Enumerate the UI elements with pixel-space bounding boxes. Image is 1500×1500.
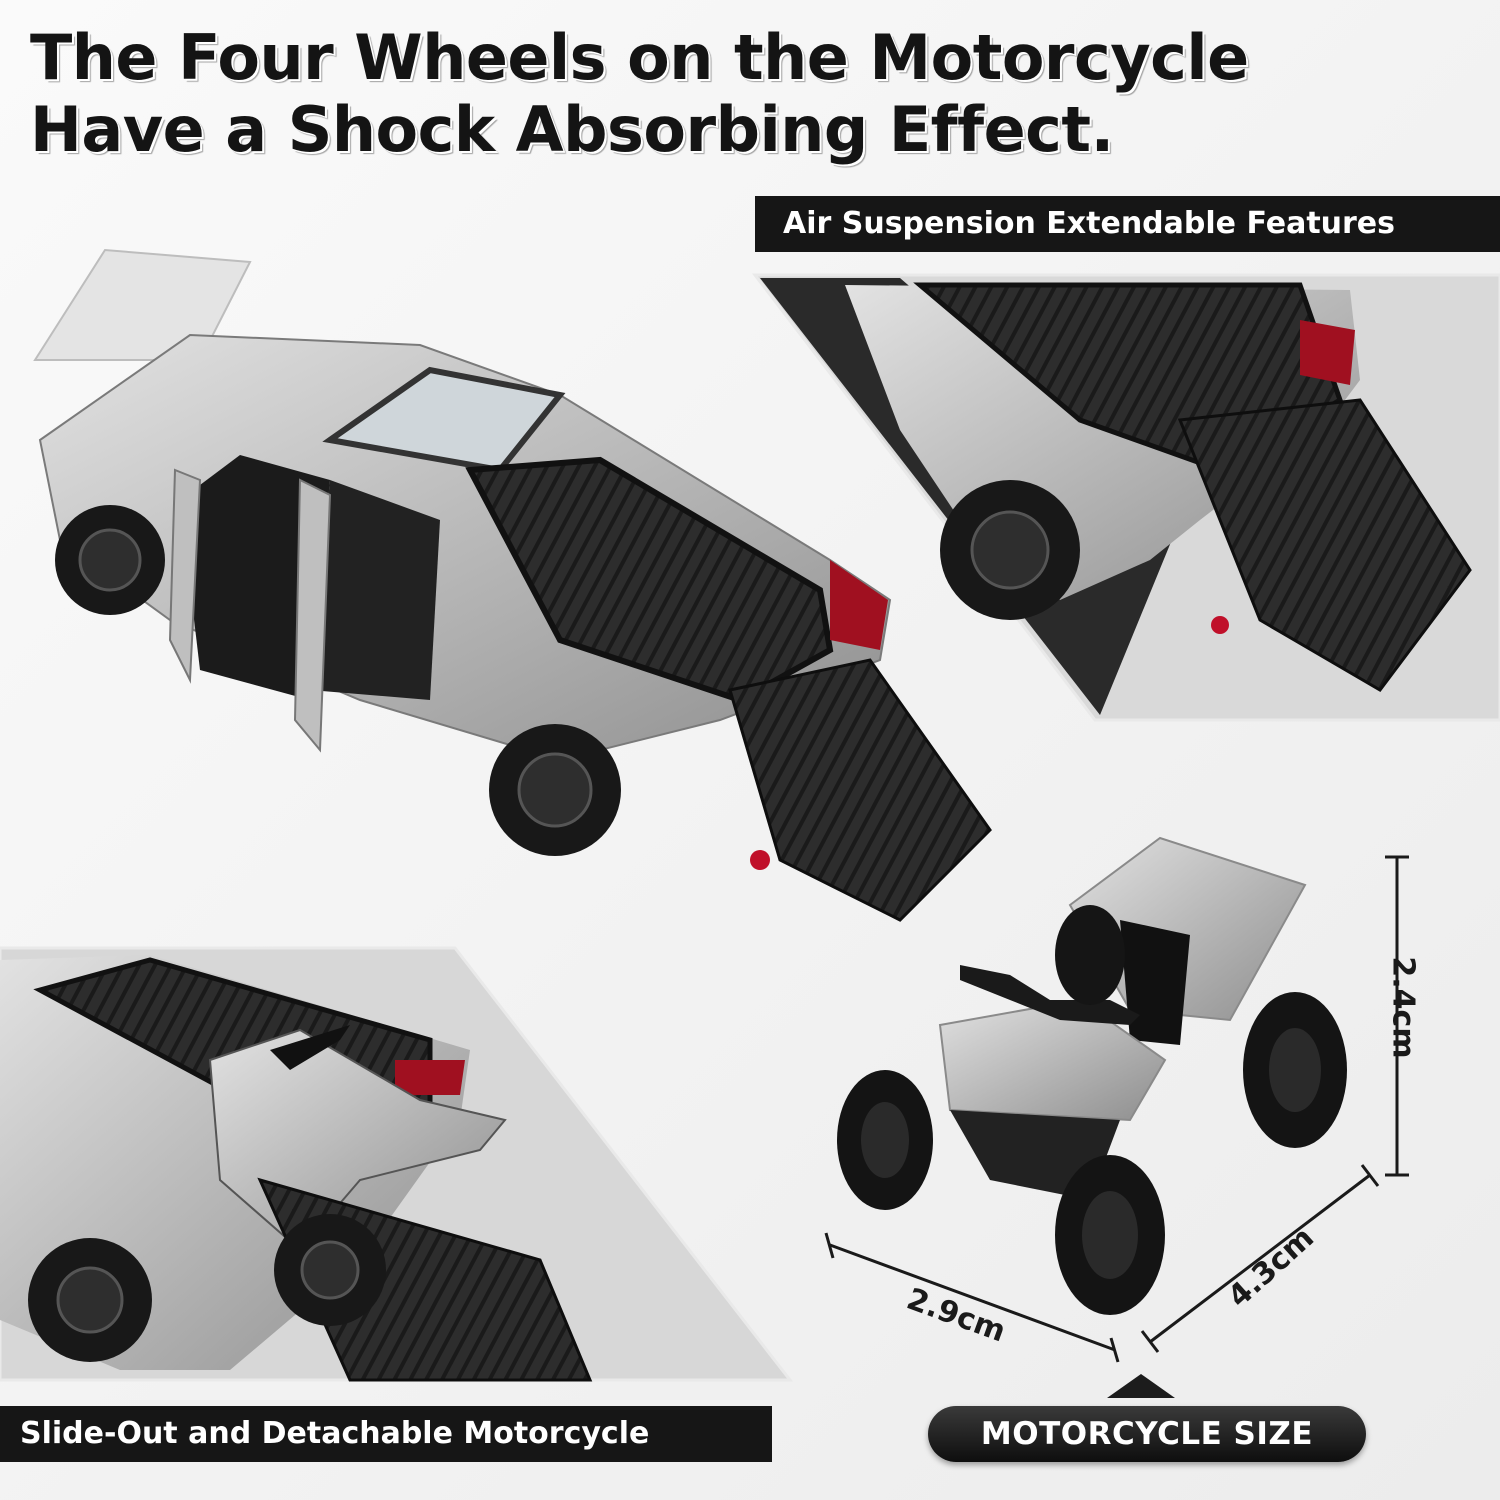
up-arrow-icon bbox=[1107, 1374, 1175, 1398]
motorcycle-size-label: MOTORCYCLE SIZE bbox=[928, 1406, 1366, 1462]
headline-line-2: Have a Shock Absorbing Effect. bbox=[30, 93, 1114, 166]
slide-out-inset bbox=[0, 946, 794, 1382]
headline: The Four Wheels on the Motorcycle Have a… bbox=[30, 22, 1450, 166]
air-suspension-banner: Air Suspension Extendable Features bbox=[755, 196, 1500, 252]
air-suspension-inset bbox=[751, 273, 1500, 722]
slide-out-banner: Slide-Out and Detachable Motorcycle bbox=[0, 1406, 772, 1462]
motorcycle-image bbox=[837, 836, 1347, 1315]
main-truck-image bbox=[33, 248, 992, 922]
height-dimension-label: 2.4cm bbox=[1385, 956, 1421, 1059]
dimension-lines bbox=[824, 855, 1409, 1363]
headline-line-1: The Four Wheels on the Motorcycle bbox=[30, 21, 1249, 94]
